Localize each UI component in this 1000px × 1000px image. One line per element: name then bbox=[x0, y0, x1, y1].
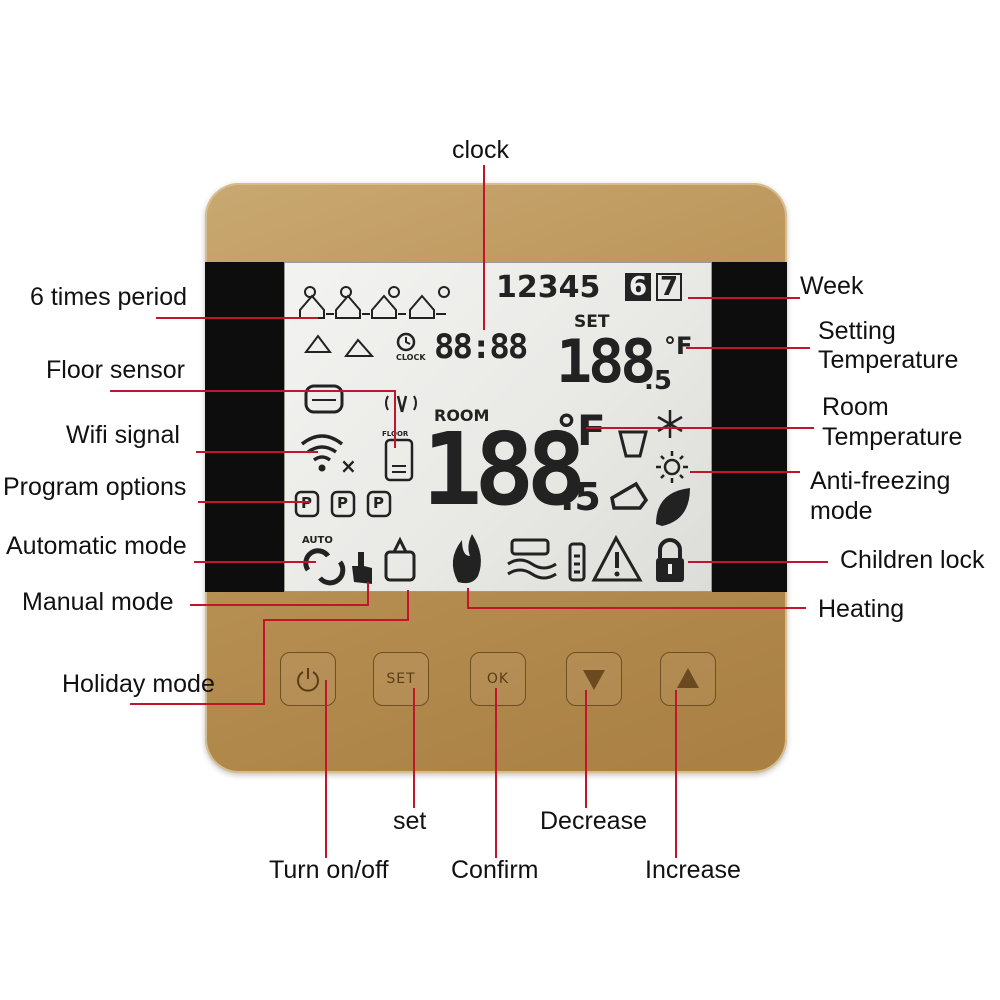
auto-mode-icon bbox=[303, 548, 346, 586]
room-temp: 188 bbox=[422, 411, 587, 528]
label-clock: clock bbox=[452, 136, 509, 164]
program-p2: P bbox=[337, 494, 348, 512]
manual-mode-icon bbox=[352, 552, 372, 584]
label-children-lock: Children lock bbox=[840, 546, 985, 574]
clock-text: CLOCK bbox=[396, 353, 426, 362]
program-option-3 bbox=[366, 490, 392, 518]
cup-icon bbox=[618, 430, 648, 458]
week-digits: 12345 bbox=[496, 270, 601, 305]
set-text: SET bbox=[574, 312, 610, 332]
warning-icon bbox=[591, 534, 643, 582]
set-temp: 188 bbox=[556, 327, 656, 397]
ok-button[interactable]: OK bbox=[470, 652, 526, 706]
wifi-x: × bbox=[340, 454, 357, 478]
heating-flame-icon bbox=[452, 534, 481, 584]
label-set: set bbox=[393, 807, 427, 835]
label-decrease: Decrease bbox=[540, 807, 647, 835]
lock-icon bbox=[656, 538, 684, 582]
label-six-times-period: 6 times period bbox=[30, 283, 188, 311]
set-temp-decimal: .5 bbox=[644, 366, 672, 396]
label-turn-on-off: Turn on/off bbox=[269, 856, 389, 884]
clock-icon bbox=[396, 332, 416, 352]
label-confirm: Confirm bbox=[451, 856, 539, 884]
down-arrow-icon bbox=[583, 670, 605, 690]
up-arrow-icon bbox=[677, 668, 699, 688]
label-setting-2: Temperature bbox=[818, 346, 959, 374]
decrease-button[interactable] bbox=[566, 652, 622, 706]
increase-button[interactable] bbox=[660, 652, 716, 706]
floor-sensor-icon bbox=[384, 438, 414, 482]
wifi-icon bbox=[300, 434, 344, 462]
label-anti-freezing-1: Anti-freezing bbox=[810, 467, 951, 495]
eco-shoe-icon bbox=[610, 481, 649, 510]
sun-icon bbox=[656, 451, 688, 483]
leaf-icon bbox=[656, 488, 690, 526]
room-unit: °F bbox=[556, 406, 606, 455]
ok-button-label: OK bbox=[486, 671, 510, 687]
power-icon bbox=[297, 668, 319, 692]
label-setting-1: Setting bbox=[818, 317, 896, 345]
set-button[interactable]: SET bbox=[373, 652, 429, 706]
label-automatic-mode: Automatic mode bbox=[6, 532, 187, 560]
program-p3: P bbox=[373, 494, 384, 512]
label-increase: Increase bbox=[645, 856, 741, 884]
set-unit: °F bbox=[664, 332, 693, 360]
antenna-icon bbox=[396, 395, 408, 413]
label-room-1: Room bbox=[822, 393, 889, 421]
label-manual-mode: Manual mode bbox=[22, 588, 174, 616]
battery-icon bbox=[568, 542, 586, 582]
period-icons bbox=[299, 286, 450, 319]
program-option-2 bbox=[330, 490, 356, 518]
label-heating: Heating bbox=[818, 595, 905, 623]
label-room-2: Temperature bbox=[822, 423, 963, 451]
set-button-label: SET bbox=[386, 671, 416, 687]
auto-text: AUTO bbox=[302, 535, 333, 546]
label-week: Week bbox=[800, 272, 864, 300]
program-option-1 bbox=[294, 490, 320, 518]
room-temp-decimal: .5 bbox=[560, 475, 601, 519]
label-wifi-signal: Wifi signal bbox=[66, 421, 180, 449]
clock-digits: 88:88 bbox=[434, 327, 528, 367]
week-box-6: 6 bbox=[625, 273, 651, 301]
label-floor-sensor: Floor sensor bbox=[46, 356, 185, 384]
radiator-icon bbox=[304, 384, 344, 414]
label-anti-freezing-2: mode bbox=[810, 497, 873, 525]
holiday-mode-icon bbox=[384, 550, 416, 582]
label-program-options: Program options bbox=[3, 473, 187, 501]
floor-heating-icon bbox=[507, 538, 557, 580]
label-holiday-mode: Holiday mode bbox=[62, 670, 215, 698]
room-text: ROOM bbox=[434, 406, 490, 425]
week-box-7: 7 bbox=[656, 273, 682, 301]
